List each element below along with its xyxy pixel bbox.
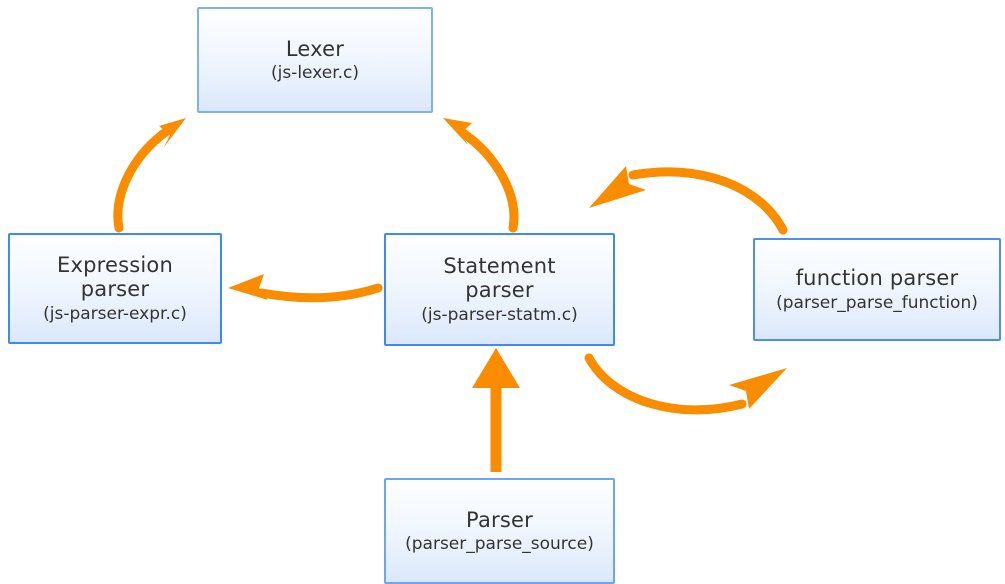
node-expression-parser-title: Expression parser (57, 252, 173, 302)
edge-expression-to-lexer (113, 118, 186, 233)
node-parser-title: Parser (466, 507, 533, 532)
node-statement-parser-title: Statement parser (443, 253, 556, 303)
node-lexer-title: Lexer (285, 36, 345, 61)
node-lexer[interactable]: Lexer (js-lexer.c) (197, 7, 433, 113)
node-function-parser-subtitle: (parser_parse_function) (776, 292, 978, 313)
node-expression-parser-subtitle: (js-parser-expr.c) (43, 304, 187, 325)
edge-statement-to-expression (228, 274, 383, 303)
node-function-parser-title: function parser (795, 266, 959, 291)
edge-statement-to-lexer (443, 118, 519, 233)
edge-parser-to-statement (472, 348, 520, 472)
node-parser[interactable]: Parser (parser_parse_source) (384, 478, 615, 584)
node-expression-parser[interactable]: Expression parser (js-parser-expr.c) (8, 233, 222, 344)
edge-function-to-statement (589, 166, 788, 235)
node-statement-parser[interactable]: Statement parser (js-parser-statm.c) (384, 233, 615, 346)
node-lexer-subtitle: (js-lexer.c) (270, 63, 360, 84)
edge-statement-to-function (584, 353, 787, 415)
node-function-parser[interactable]: function parser (parser_parse_function) (753, 238, 1001, 341)
node-statement-parser-subtitle: (js-parser-statm.c) (421, 305, 578, 326)
node-parser-subtitle: (parser_parse_source) (405, 534, 594, 555)
